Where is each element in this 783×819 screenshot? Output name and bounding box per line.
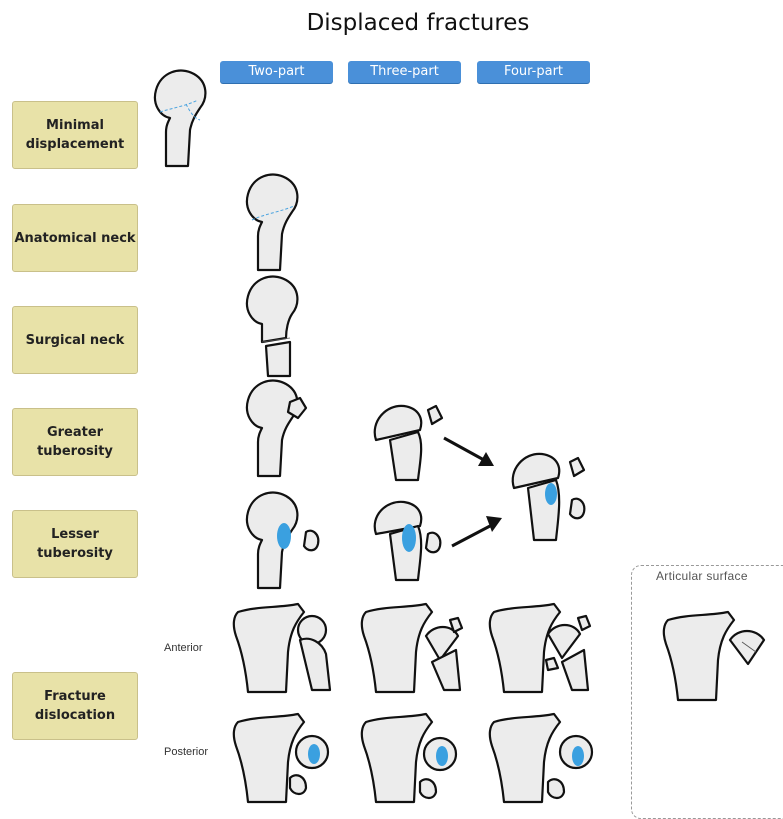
illus-surgical-neck	[247, 277, 297, 376]
illus-lesser-three-part	[375, 502, 441, 580]
arrow-lesser-to-four	[452, 516, 502, 546]
illus-articular-surface	[664, 612, 764, 700]
arrow-greater-to-four	[444, 438, 494, 466]
highlight-lesser	[545, 483, 557, 505]
illus-four-part	[513, 454, 585, 540]
illus-posterior-four-part	[490, 714, 592, 802]
illus-posterior-two-part	[234, 714, 328, 802]
illus-anterior-three-part	[362, 604, 462, 692]
illus-greater-three-part	[375, 406, 442, 480]
illus-lesser-two-part	[247, 493, 318, 588]
illus-anterior-four-part	[490, 604, 590, 692]
illus-posterior-three-part	[362, 714, 456, 802]
highlight-lesser	[277, 523, 291, 549]
illus-greater-two-part	[247, 381, 306, 476]
illus-anterior-two-part	[234, 604, 330, 692]
illus-minimal-displacement	[155, 71, 205, 166]
illus-anatomical-neck	[247, 175, 297, 270]
highlight-lesser	[308, 744, 320, 764]
highlight-lesser	[402, 524, 416, 552]
highlight-lesser	[436, 746, 448, 766]
highlight-lesser	[572, 746, 584, 766]
